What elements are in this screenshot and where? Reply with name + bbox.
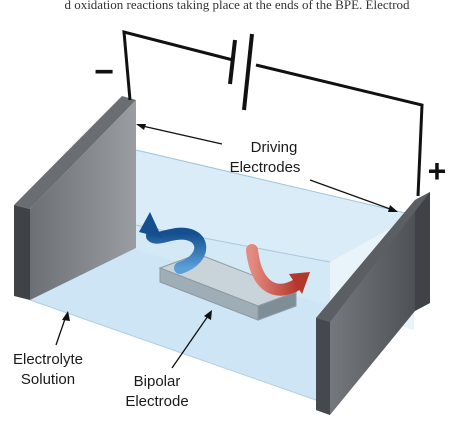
driving-arrow-right-line — [309, 179, 394, 211]
right-electrode-top — [316, 192, 430, 322]
right-electrode-side — [415, 192, 430, 311]
driving-label-line2: Electrodes — [230, 159, 301, 176]
reduction-arrow — [139, 212, 207, 274]
red-arrow-body — [246, 244, 304, 296]
left-electrode-top — [14, 96, 136, 209]
left-electrode-face — [30, 100, 136, 300]
blue-arrow-head — [139, 212, 162, 238]
left-wire — [122, 30, 234, 101]
electrolyte-label-line2: Solution — [21, 371, 75, 388]
driving-label-line1: Driving — [251, 139, 298, 156]
bipolar-callout: Bipolar Electrode — [125, 310, 212, 410]
red-arrow-head — [289, 272, 310, 294]
blue-arrow-body — [146, 227, 207, 274]
electrolyte-callout: Electrolyte Solution — [13, 311, 83, 388]
driving-electrodes-callout: Driving Electrodes — [136, 124, 398, 212]
battery-long-plate — [228, 39, 237, 85]
electrolyte-label-line1: Electrolyte — [13, 351, 83, 368]
left-electrode-side — [14, 205, 30, 300]
driving-arrow-left-line — [137, 124, 223, 145]
bipolar-pointer-head — [204, 310, 212, 320]
solution-back-edge — [135, 149, 415, 216]
electrolyte-pointer-head — [62, 311, 70, 321]
right-electrode-front-edge — [316, 318, 330, 415]
bipolar-label-line2: Electrode — [125, 393, 188, 410]
positive-sign: + — [428, 153, 447, 189]
bipolar-label-line1: Bipolar — [134, 373, 181, 390]
bipolar-electrode-side — [257, 291, 297, 321]
driving-arrow-left-head — [136, 124, 146, 130]
right-electrode-face — [316, 200, 415, 415]
caption-fragment: d oxidation reactions taking place at th… — [64, 0, 410, 12]
driving-arrow-right-head — [388, 205, 398, 212]
right-wire — [255, 63, 424, 197]
negative-sign: − — [94, 53, 114, 91]
right-driving-electrode — [316, 192, 430, 415]
electrolyte-pointer-line — [55, 315, 67, 346]
battery-short-plate — [242, 33, 254, 111]
left-driving-electrode — [14, 96, 136, 300]
oxidation-arrow — [246, 244, 310, 296]
external-circuit — [122, 30, 424, 197]
solution-bottom-edge — [29, 299, 331, 406]
bipolar-pointer-line — [171, 315, 209, 369]
